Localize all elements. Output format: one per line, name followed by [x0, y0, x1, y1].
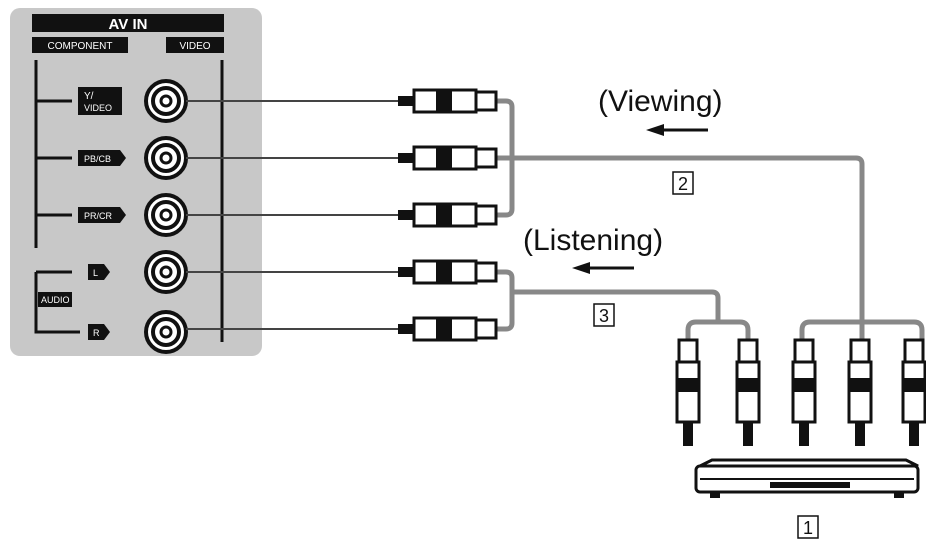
component-label-box	[32, 37, 128, 53]
device-plug-video-1	[791, 338, 817, 446]
cable-video-number: 2	[678, 174, 688, 194]
viewing-label: (Viewing)	[598, 85, 723, 118]
jack-l[interactable]	[144, 250, 188, 294]
svg-text:VIDEO: VIDEO	[84, 103, 112, 113]
cable-audio-number-box: 3	[593, 303, 615, 327]
cable-audio-number: 3	[599, 306, 609, 326]
jack-pr[interactable]	[144, 193, 188, 237]
svg-text:AUDIO: AUDIO	[41, 295, 70, 305]
listening-label: (Listening)	[523, 224, 663, 257]
device-plug-audio-l	[675, 338, 701, 446]
device-plug-video-2	[847, 338, 873, 446]
video-cable	[496, 98, 925, 340]
audio-cable	[496, 269, 751, 340]
plug-y-video	[398, 88, 498, 114]
audio-bracket	[34, 272, 80, 334]
jack-label-l: L	[88, 264, 110, 280]
jack-pb[interactable]	[144, 136, 188, 180]
jack-label-y-video: Y/ VIDEO	[78, 87, 122, 115]
plug-l	[398, 259, 498, 285]
plug-pr	[398, 202, 498, 228]
jack-label-pr: PR/CR	[78, 207, 126, 223]
video-label: VIDEO	[179, 41, 210, 52]
component-label: COMPONENT	[48, 41, 113, 52]
jack-r[interactable]	[144, 310, 188, 354]
audio-label: AUDIO	[38, 292, 72, 307]
panel-title: AV IN	[109, 16, 148, 33]
plug-r	[398, 316, 498, 342]
device-plugs	[675, 338, 926, 446]
plug-pb	[398, 145, 498, 171]
svg-text:PR/CR: PR/CR	[84, 211, 113, 221]
jack-label-pb: PB/CB	[78, 150, 126, 166]
svg-text:L: L	[93, 268, 98, 278]
av-in-panel: AV IN COMPONENT VIDEO Y/ VIDEO PB/CB PR/…	[10, 8, 262, 356]
device-number: 1	[803, 518, 813, 538]
jack-label-r: R	[88, 324, 110, 340]
jack-y-video[interactable]	[144, 79, 188, 123]
video-label-box	[166, 37, 224, 53]
device-plug-video-3	[901, 338, 926, 446]
device-plug-audio-r	[735, 338, 761, 446]
listening-arrow	[572, 262, 634, 274]
cable-video-number-box: 2	[672, 171, 694, 195]
panel-background	[10, 8, 262, 356]
device-number-box: 1	[797, 515, 819, 539]
jack-wires	[186, 100, 400, 330]
panel-title-bar	[32, 14, 224, 32]
viewing-arrow	[646, 124, 708, 136]
svg-text:R: R	[93, 328, 100, 338]
svg-text:Y/: Y/	[84, 91, 94, 102]
external-device-icon	[694, 458, 920, 498]
svg-text:PB/CB: PB/CB	[84, 154, 111, 164]
